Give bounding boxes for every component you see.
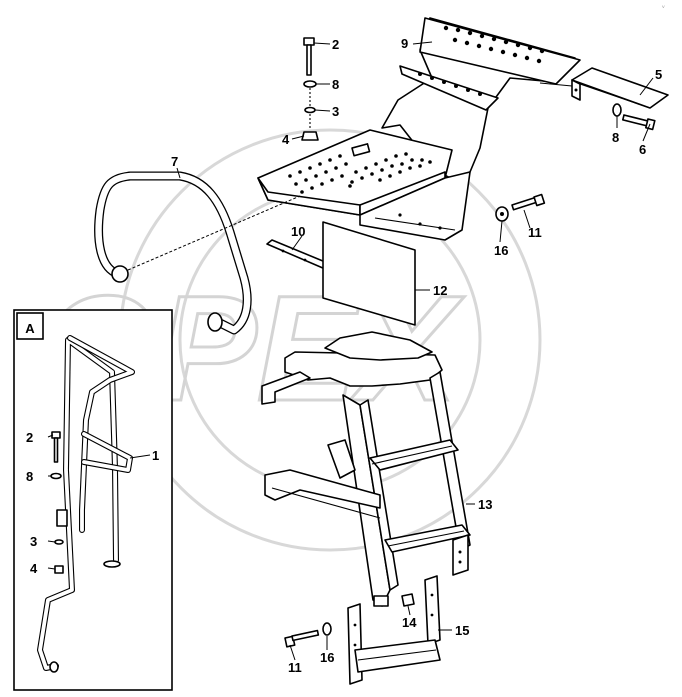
callout-8-right: 8 <box>612 130 619 145</box>
part-stack-2-8-3-4 <box>301 37 319 141</box>
callout-5: 5 <box>655 67 662 82</box>
nut-4 <box>301 131 319 141</box>
inset-a: A <box>13 309 173 691</box>
bolt-2-head <box>303 37 315 46</box>
support-housing <box>359 171 471 241</box>
callout-2-inset: 2 <box>26 430 33 445</box>
callout-11-lower: 11 <box>288 660 302 675</box>
part-14-nut <box>401 593 415 607</box>
callouts: 2 8 3 4 5 8 6 9 7 10 11 16 12 13 1 2 8 3… <box>26 36 662 675</box>
callout-6: 6 <box>639 142 646 157</box>
callout-4-top: 4 <box>282 132 290 147</box>
callout-1: 1 <box>152 448 159 463</box>
bolt-11-lower <box>291 629 320 642</box>
spring-washer-3 <box>304 106 316 114</box>
callout-12: 12 <box>433 283 447 298</box>
callout-10: 10 <box>291 224 305 239</box>
perforated-platform <box>257 129 453 216</box>
inset-frame <box>13 309 173 691</box>
callout-7: 7 <box>171 154 178 169</box>
inset-label-box <box>16 312 44 340</box>
washer-16-lower <box>322 622 332 636</box>
callout-3-top: 3 <box>332 104 339 119</box>
callout-16-lower: 16 <box>320 650 334 665</box>
part-11-bolt-and-16-washer-lower <box>284 622 332 648</box>
callout-14: 14 <box>402 615 417 630</box>
washer-8-right <box>612 103 622 117</box>
washer-8-top <box>303 80 317 88</box>
bolt-11-upper <box>511 196 538 211</box>
inset-label: A <box>25 321 35 336</box>
leader-lines <box>47 41 654 661</box>
part-7-handrail <box>94 171 301 335</box>
part-9-cab-bracket <box>381 17 581 179</box>
part-5-angle-bracket <box>571 67 669 109</box>
callout-16-upper: 16 <box>494 243 508 258</box>
callout-13: 13 <box>478 497 492 512</box>
callout-8-top: 8 <box>332 77 339 92</box>
callout-11-upper: 11 <box>528 225 542 240</box>
callout-4-inset: 4 <box>30 561 38 576</box>
callout-8-inset: 8 <box>26 469 33 484</box>
bolt-2-shank <box>306 44 312 76</box>
callout-2-top: 2 <box>332 37 339 52</box>
callout-15: 15 <box>455 623 469 638</box>
part-12-plate <box>322 221 416 326</box>
reference-mark: V <box>662 4 665 9</box>
callout-3-inset: 3 <box>30 534 37 549</box>
part-11-bolt-and-16-washer-upper <box>495 193 546 222</box>
part-13-ladder-frame <box>261 331 471 607</box>
callout-9: 9 <box>401 36 408 51</box>
part-15-lower-step <box>347 575 441 685</box>
